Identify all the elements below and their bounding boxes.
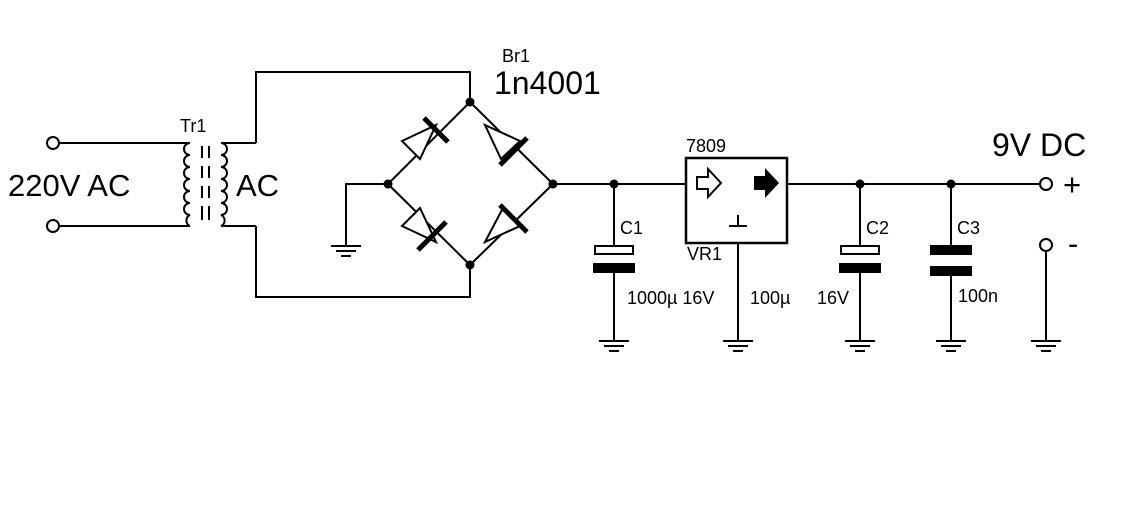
minus-label: -	[1068, 226, 1078, 261]
ground-symbol	[936, 340, 966, 352]
diode-bottom-right	[482, 203, 529, 245]
dc-output-terminals	[1031, 177, 1061, 352]
bridge-ref-label: Br1	[502, 46, 530, 66]
output-voltage-label: 9V DC	[992, 127, 1086, 163]
ground-symbol	[331, 245, 361, 257]
ground-symbol	[599, 340, 629, 352]
regulator-output-arrow	[754, 168, 779, 198]
bridge-node-bottom	[465, 260, 475, 270]
regulator-input-arrow	[696, 166, 723, 200]
c1-ref-label: C1	[620, 218, 643, 238]
secondary-wiring	[255, 71, 471, 298]
ground-symbol	[1031, 340, 1061, 352]
input-voltage-label: 220V AC	[8, 168, 130, 203]
diode-top-left	[400, 116, 450, 161]
ac-input-terminals	[46, 136, 170, 233]
input-terminal-top[interactable]	[46, 136, 60, 150]
voltage-regulator	[684, 156, 789, 352]
bridge-rectifier	[383, 97, 558, 270]
diode-bottom-left	[400, 206, 448, 252]
transformer-ref-label: Tr1	[180, 116, 206, 136]
c2-value-b-label: 16V	[817, 288, 849, 308]
input-terminal-bottom[interactable]	[46, 219, 60, 233]
ground-symbol	[723, 340, 753, 352]
output-terminal-positive[interactable]	[1039, 177, 1053, 191]
bridge-node-top	[465, 97, 475, 107]
capacitor-c3	[930, 184, 972, 352]
dc-rail	[553, 179, 1040, 189]
c2-value-a-label: 100µ	[750, 288, 790, 308]
secondary-label: AC	[236, 168, 279, 203]
c1-value-label: 1000µ 16V	[627, 288, 714, 308]
output-terminal-negative[interactable]	[1039, 238, 1053, 252]
c3-value-label: 100n	[958, 286, 998, 306]
transformer	[170, 142, 256, 227]
c3-ref-label: C3	[957, 218, 980, 238]
regulator-ref-label: VR1	[687, 244, 722, 264]
capacitor-c2	[839, 184, 881, 352]
regulator-part-label: 7809	[686, 136, 726, 156]
bridge-ground	[331, 183, 388, 257]
diode-top-right	[482, 122, 529, 167]
bridge-part-label: 1n4001	[494, 65, 601, 101]
c2-ref-label: C2	[866, 218, 889, 238]
regulator-body	[684, 156, 789, 245]
capacitor-c1	[593, 184, 635, 352]
plus-label: +	[1063, 167, 1081, 202]
ground-symbol	[845, 340, 875, 352]
